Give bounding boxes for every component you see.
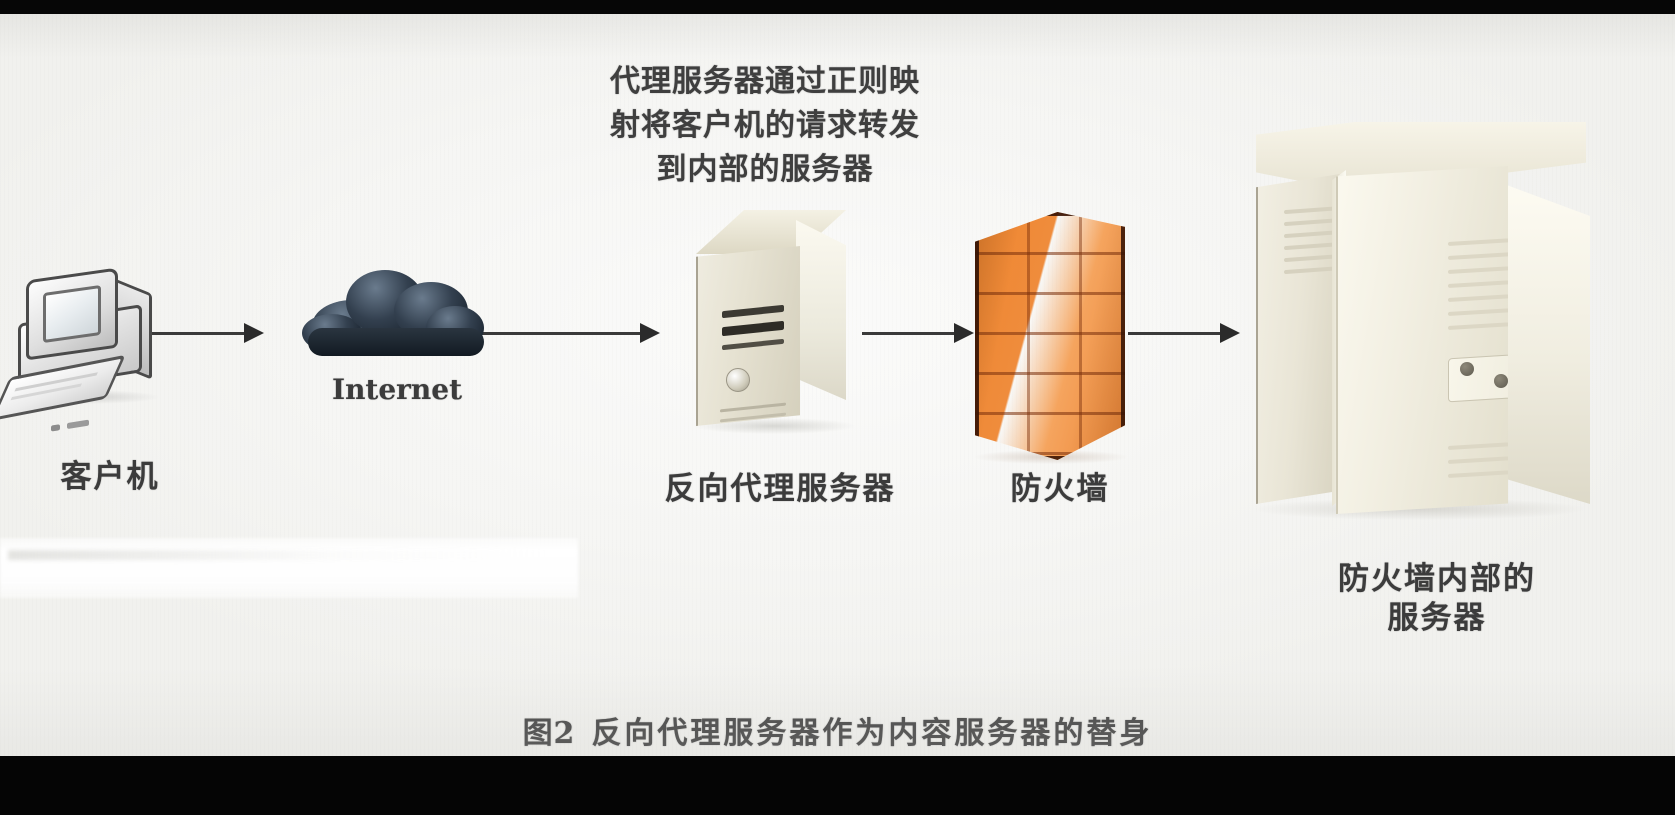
annotation-line-3: 到内部的服务器 [656,152,874,187]
monitor-screen [43,284,101,344]
server-vent-line [720,402,786,413]
link-internet-to-proxy [452,332,640,335]
brick-wall-icon [975,212,1125,460]
proxy-server-label: 反向代理服务器 [664,471,896,507]
scanned-figure-canvas: 代理服务器通过正则映 射将客户机的请求转发 到内部的服务器 [0,14,1675,756]
server-drive-slot [722,338,784,351]
rack-server-icon-left-panel [1256,174,1340,504]
status-led-icon [1494,374,1508,388]
internet-label: Internet [331,373,463,406]
internal-server-label-line-1: 防火墙内部的 [1338,561,1536,597]
server-drive-slot [722,304,784,319]
brick-wall-icon-shading [975,212,1125,460]
arrowhead-to-internet [244,323,264,343]
proxy-server-node [690,210,870,434]
annotation-line-1: 代理服务器通过正则映 [610,64,920,99]
figure-caption: 图2 反向代理服务器作为内容服务器的替身 [0,708,1675,752]
proxy-annotation-text: 代理服务器通过正则映 射将客户机的请求转发 到内部的服务器 [560,60,970,192]
tower-server-icon [696,246,800,426]
tower-server-icon-side [796,220,846,400]
client-label: 客户机 [60,459,160,495]
power-button-icon [726,368,750,392]
status-led-icon [1460,362,1474,376]
bottom-border-bar [0,756,1675,815]
figure-caption-text: 反向代理服务器作为内容服务器的替身 [591,716,1153,751]
redaction-smudge [0,538,578,598]
internal-server-node [1240,122,1600,552]
internal-server-label: 防火墙内部的 服务器 [1272,560,1602,638]
internal-server-label-line-2: 服务器 [1387,599,1487,636]
client-computer-node [0,250,168,432]
rack-server-icon-side [1504,184,1590,504]
internet-cloud-node [302,256,492,366]
computer-indicator-dot [51,424,60,432]
rack-server-icon [1336,166,1508,514]
firewall-label: 防火墙 [1010,471,1110,507]
firewall-node [975,212,1135,464]
annotation-line-2: 射将客户机的请求转发 [610,108,920,143]
keyboard-key-row [10,383,82,401]
link-proxy-to-firewall [862,332,954,335]
link-firewall-to-server [1128,332,1220,335]
arrowhead-to-server [1220,323,1240,343]
top-border-bar [0,0,1675,14]
computer-drive-slot [67,419,89,430]
server-drive-slot [722,320,784,337]
link-client-to-internet [152,332,244,335]
arrowhead-to-firewall [954,323,974,343]
desktop-computer-icon [26,267,118,361]
redaction-smudge-edge [8,550,548,560]
figure-number: 图2 [522,716,576,751]
arrowhead-to-proxy [640,323,660,343]
cloud-icon-base [308,328,484,356]
